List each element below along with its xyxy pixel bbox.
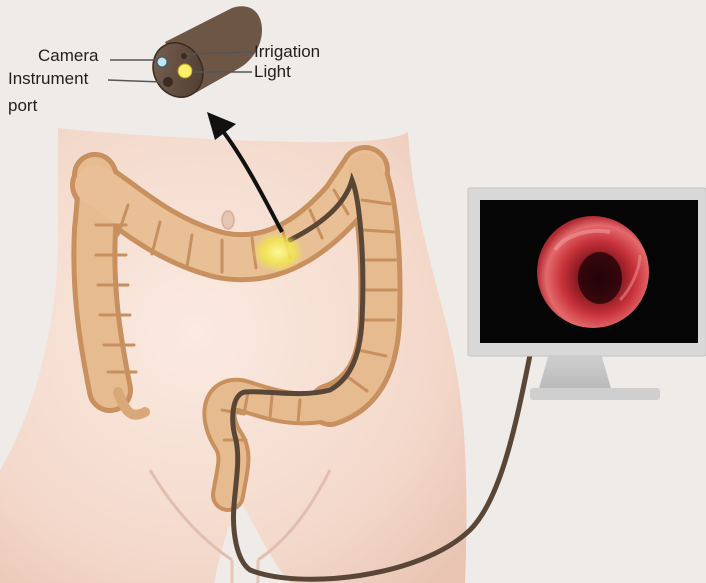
- scope-tip-closeup: [144, 6, 262, 106]
- navel: [222, 211, 234, 229]
- irrigation-label: Irrigation: [254, 43, 320, 61]
- camera-label: Camera: [38, 47, 98, 65]
- instrument-port-label-line2: port: [8, 97, 37, 115]
- light-label: Light: [254, 63, 291, 81]
- monitor: [468, 188, 706, 400]
- light-source-icon: [178, 64, 192, 78]
- instrument-port-label-line1: Instrument: [8, 70, 88, 88]
- camera-lens-icon: [157, 57, 167, 67]
- scope-tip-glow: [252, 232, 304, 272]
- instrument-port-icon: [163, 77, 173, 87]
